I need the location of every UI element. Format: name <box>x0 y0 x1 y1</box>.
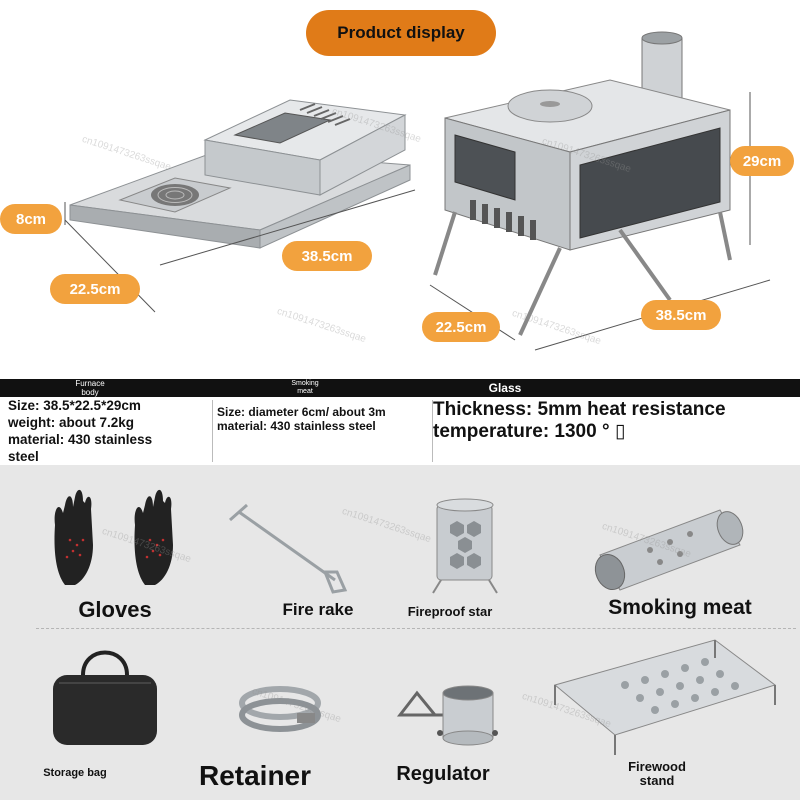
smoking-meat-image <box>594 509 744 591</box>
gloves-image <box>54 489 173 585</box>
accessories-divider <box>36 628 796 629</box>
furnace-spec-line: material: 430 stainless <box>8 432 153 447</box>
storage-bag-label: Storage bag <box>43 767 107 779</box>
spec-divider <box>212 400 213 462</box>
firewood-stand-image <box>553 639 777 755</box>
smoking-spec-line: material: 430 stainless steel <box>217 419 376 433</box>
smoking-specs: Size: diameter 6cm/ about 3m material: 4… <box>217 397 432 465</box>
folded-stove-image <box>64 99 416 313</box>
furnace-body-label: Furnace body <box>75 379 105 397</box>
fire-rake-label: Fire rake <box>282 600 354 619</box>
retainer-label: Retainer <box>198 760 312 791</box>
left-depth-badge: 22.5cm <box>50 274 140 304</box>
furnace-spec-line: steel <box>8 449 39 464</box>
glass-label: Glass <box>488 381 522 395</box>
left-height-badge: 8cm <box>0 204 62 234</box>
gloves-label: Gloves <box>78 597 152 622</box>
fireproof-star-image <box>432 498 498 594</box>
smoking-spec-line: Size: diameter 6cm/ about 3m <box>217 405 386 419</box>
furnace-spec-line: Size: 38.5*22.5*29cm <box>8 398 141 413</box>
retainer-image <box>239 686 321 732</box>
fireproof-star-label: Fireproof star <box>407 604 493 619</box>
smoking-meat-label: Smoking meat <box>608 596 752 619</box>
spec-header-band: Furnace body Smoking meat Glass <box>0 379 800 397</box>
left-width-badge: 38.5cm <box>282 241 372 271</box>
glass-spec-line: temperature: 1300 ° ▯ <box>433 421 626 442</box>
right-width-badge: 38.5cm <box>641 300 721 330</box>
fire-rake-image <box>229 503 348 594</box>
spec-row: Size: 38.5*22.5*29cm weight: about 7.2kg… <box>0 397 800 465</box>
firewood-stand-label: Firewood stand <box>628 759 686 788</box>
furnace-spec-line: weight: about 7.2kg <box>8 415 135 430</box>
smoking-meat-label: Smoking meat <box>291 380 319 395</box>
page-title: Product display <box>306 10 496 56</box>
right-depth-badge: 22.5cm <box>422 312 500 342</box>
glass-specs: Thickness: 5mm heat resistance temperatu… <box>433 397 793 465</box>
right-height-badge: 29cm <box>730 146 794 176</box>
glass-spec-line: Thickness: 5mm heat resistance <box>433 399 726 420</box>
storage-bag-image <box>53 650 157 745</box>
assembled-stove-image <box>429 31 771 351</box>
furnace-specs: Size: 38.5*22.5*29cm weight: about 7.2kg… <box>8 397 208 465</box>
regulator-image <box>396 685 498 746</box>
spec-divider <box>432 400 433 462</box>
regulator-label: Regulator <box>396 763 490 785</box>
